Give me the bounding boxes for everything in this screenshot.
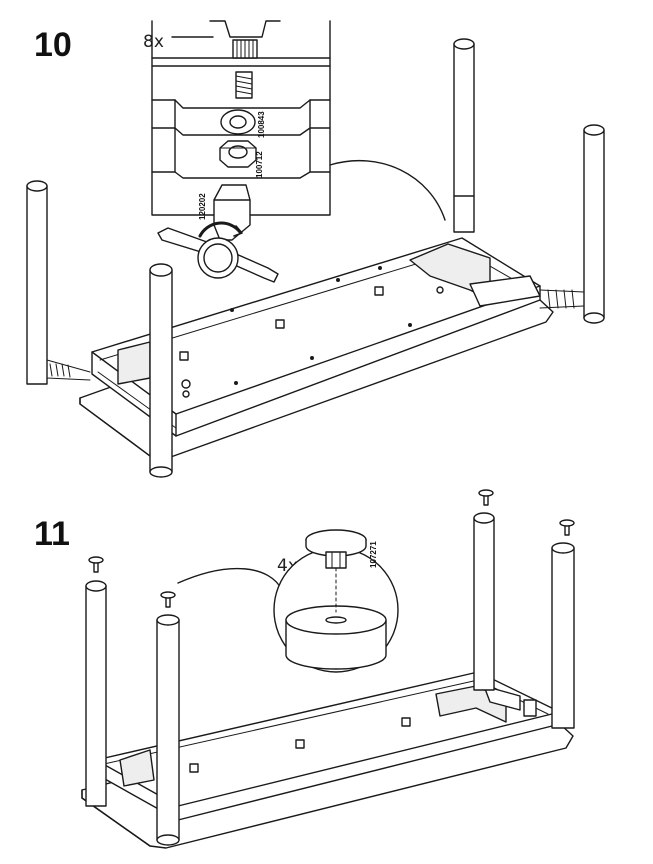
wrench-tool-icon bbox=[157, 184, 279, 283]
part-number-120202: 120202 bbox=[198, 193, 207, 220]
part-number-100843: 100843 bbox=[257, 111, 266, 138]
step-10-legs bbox=[26, 38, 605, 478]
step-number-10: 10 bbox=[34, 26, 72, 64]
step-11-table bbox=[81, 671, 574, 849]
step-number-11: 11 bbox=[34, 515, 70, 553]
callout-line bbox=[329, 160, 446, 221]
part-number-100712: 100712 bbox=[255, 151, 264, 178]
step-10-table bbox=[79, 237, 554, 459]
part-number-107271: 107271 bbox=[369, 541, 378, 568]
step-10-detail-inset: 100843 100712 120202 bbox=[151, 20, 331, 220]
step-11-legs bbox=[85, 489, 575, 846]
step-10-quantity: 8x bbox=[143, 32, 164, 52]
step-11-detail-circle: 107271 bbox=[177, 529, 399, 673]
